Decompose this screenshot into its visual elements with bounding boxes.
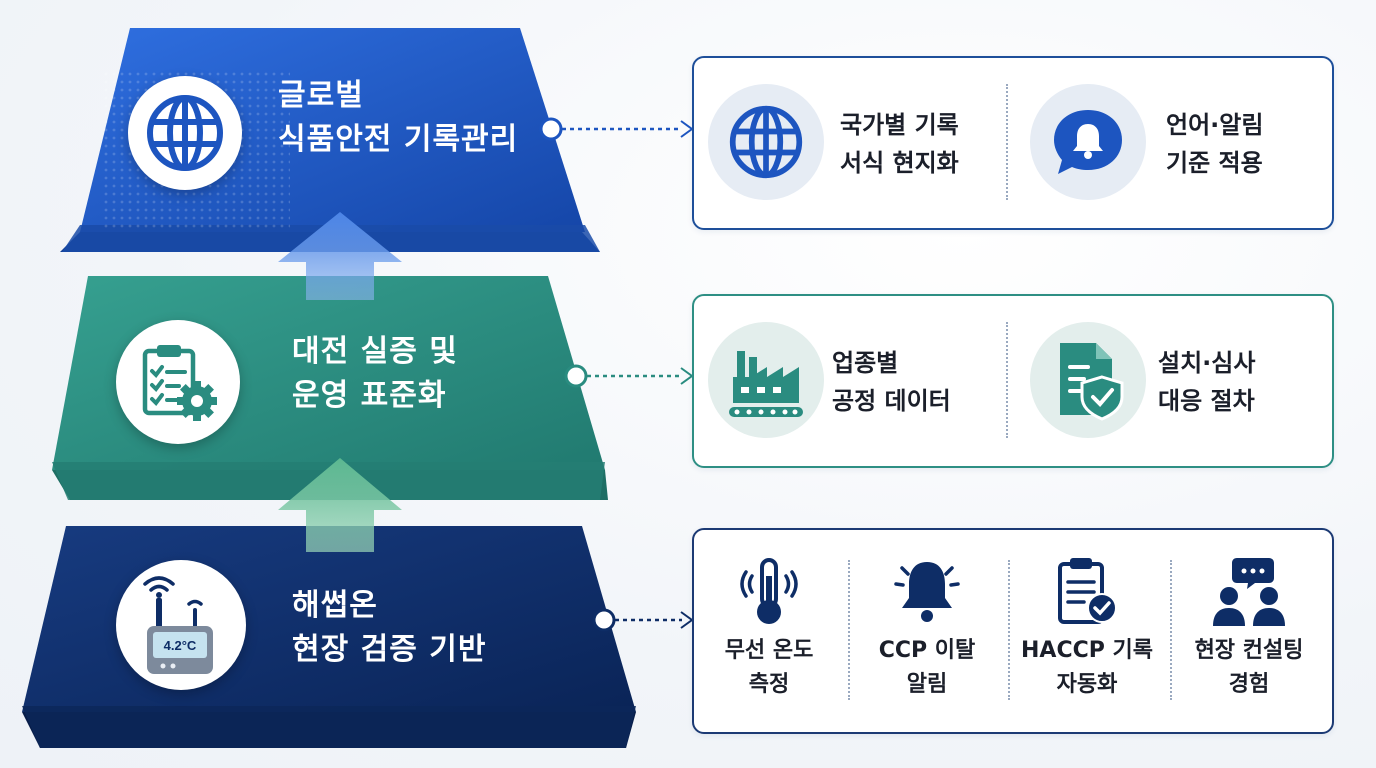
wireless-sensor-icon: 4.2°C <box>143 576 213 674</box>
bell-chat-icon <box>1054 110 1122 174</box>
feature-language-label: 언어·알림 기준 적용 <box>1166 111 1264 177</box>
feature-language-icon-wrap <box>1030 84 1146 200</box>
feature-audit-label: 설치·심사 대응 절차 <box>1158 349 1256 415</box>
panel-haesseom: 무선 온도 측정 CCP 이탈 알림 <box>692 528 1334 734</box>
tier-global-icon <box>128 76 242 190</box>
feature-process-label: 업종별 공정 데이터 <box>832 349 951 415</box>
arrow-up-green <box>278 458 402 552</box>
consulting-people-icon <box>1213 558 1285 626</box>
connector-middle <box>564 364 694 388</box>
document-shield-icon <box>1060 343 1124 421</box>
divider <box>1170 560 1172 700</box>
globe-icon <box>729 105 803 179</box>
connector-top <box>539 117 694 141</box>
tier-haesseom-title: 해썹온 현장 검증 기반 <box>292 588 487 667</box>
feature-localization-label: 국가별 기록 서식 현지화 <box>840 111 959 177</box>
feature-wireless-temp: 무선 온도 측정 <box>694 552 844 702</box>
factory-icon <box>729 351 803 417</box>
panel-daejeon: 업종별 공정 데이터 설치·심사 대응 절차 <box>692 294 1334 468</box>
feature-ccp-alert: CCP 이탈 알림 <box>852 552 1002 702</box>
clipboard-gear-icon <box>142 345 217 421</box>
divider <box>1008 560 1010 700</box>
panel-global: 국가별 기록 서식 현지화 언어·알림 기준 적용 <box>692 56 1334 230</box>
divider <box>1006 84 1008 200</box>
feature-haccp-record: HACCP 기록 자동화 <box>1012 552 1162 702</box>
tier-daejeon-title: 대전 실증 및 운영 표준화 <box>292 334 458 413</box>
divider <box>1006 322 1008 438</box>
sensor-reading: 4.2°C <box>164 638 197 653</box>
tier-global-title: 글로벌 식품안전 기록관리 <box>278 78 519 157</box>
feature-consulting: 현장 컨설팅 경험 <box>1174 552 1324 702</box>
alarm-bell-icon <box>894 562 960 622</box>
tier-daejeon-icon <box>116 320 240 444</box>
tier-haesseom-icon: 4.2°C <box>116 560 246 690</box>
feature-audit-icon-wrap <box>1030 322 1146 438</box>
globe-icon <box>147 95 223 171</box>
divider <box>848 560 850 700</box>
wireless-thermometer-icon <box>740 558 798 624</box>
connector-bottom <box>592 608 694 632</box>
feature-localization-icon-wrap <box>708 84 824 200</box>
clipboard-check-icon <box>1058 558 1117 624</box>
feature-process-icon-wrap <box>708 322 824 438</box>
arrow-up-blue <box>278 212 402 300</box>
